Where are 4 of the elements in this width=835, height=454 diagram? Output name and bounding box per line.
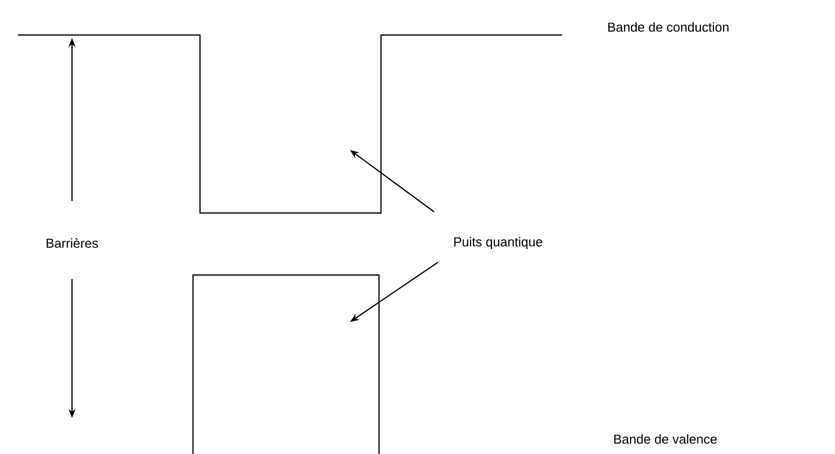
band-label: Bande de valence <box>614 434 717 444</box>
text-label: Barrières <box>46 238 98 248</box>
band-label: Bande de conduction <box>608 22 728 32</box>
text-label: Puits quantique <box>454 236 542 250</box>
